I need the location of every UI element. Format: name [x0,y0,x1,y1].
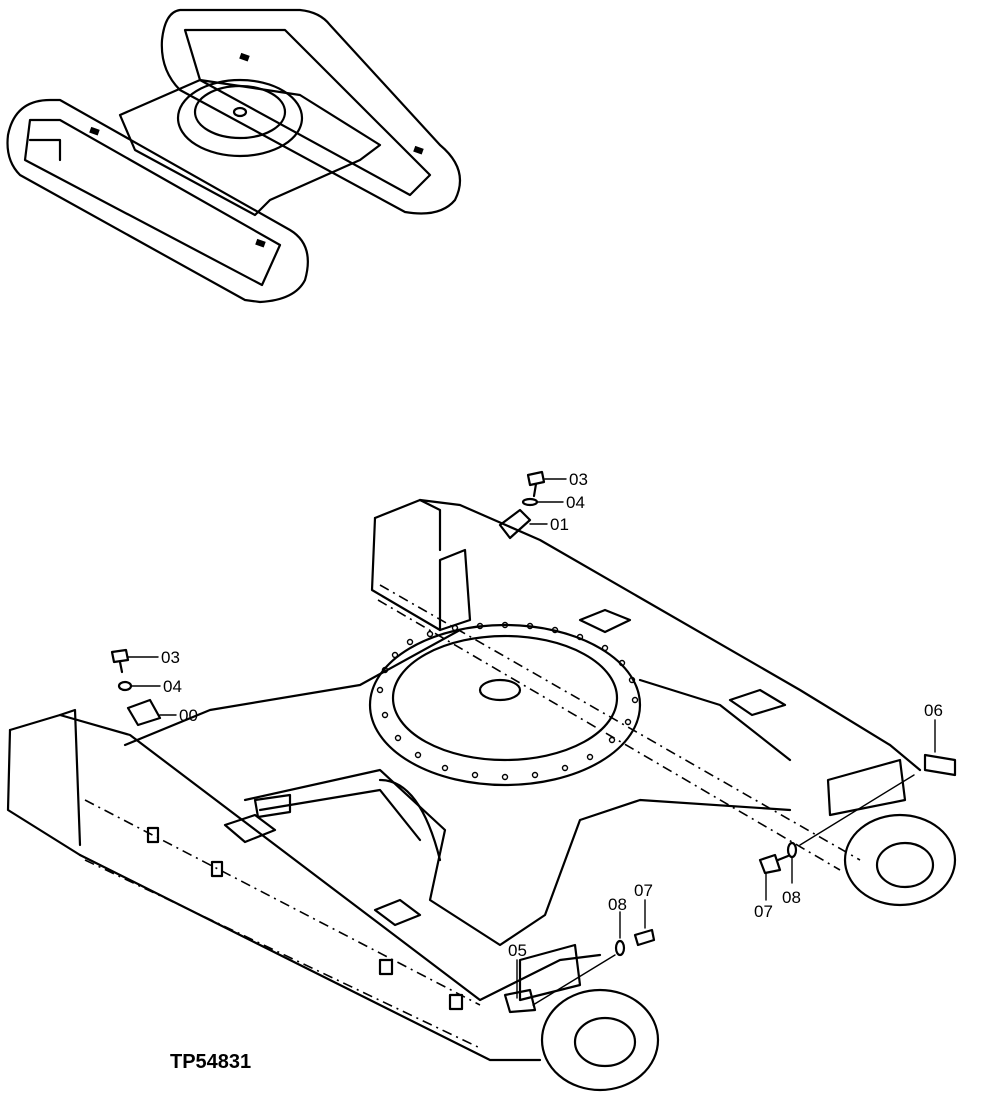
callout-08-right: 08 [782,888,801,907]
callout-01: 01 [550,515,569,534]
callout-03-upper: 03 [569,470,588,489]
callout-04-upper: 04 [566,493,585,512]
figure-id: TP54831 [170,1051,251,1073]
fasteners [110,470,798,957]
callout-07-lower: 07 [634,881,653,900]
callout-labels: 03 04 01 03 04 00 06 07 08 05 08 07 [161,470,943,960]
overview-undercarriage [6,8,462,304]
callout-06: 06 [924,701,943,720]
callout-08-lower: 08 [608,895,627,914]
callout-00: 00 [179,706,198,725]
callout-04-lower: 04 [163,677,182,696]
callout-03-lower: 03 [161,648,180,667]
bearing-bolt-holes [376,621,639,781]
main-frame-assembly [6,498,957,1092]
leader-lines [127,478,936,1006]
callout-07-right: 07 [754,902,773,921]
callout-05: 05 [508,941,527,960]
